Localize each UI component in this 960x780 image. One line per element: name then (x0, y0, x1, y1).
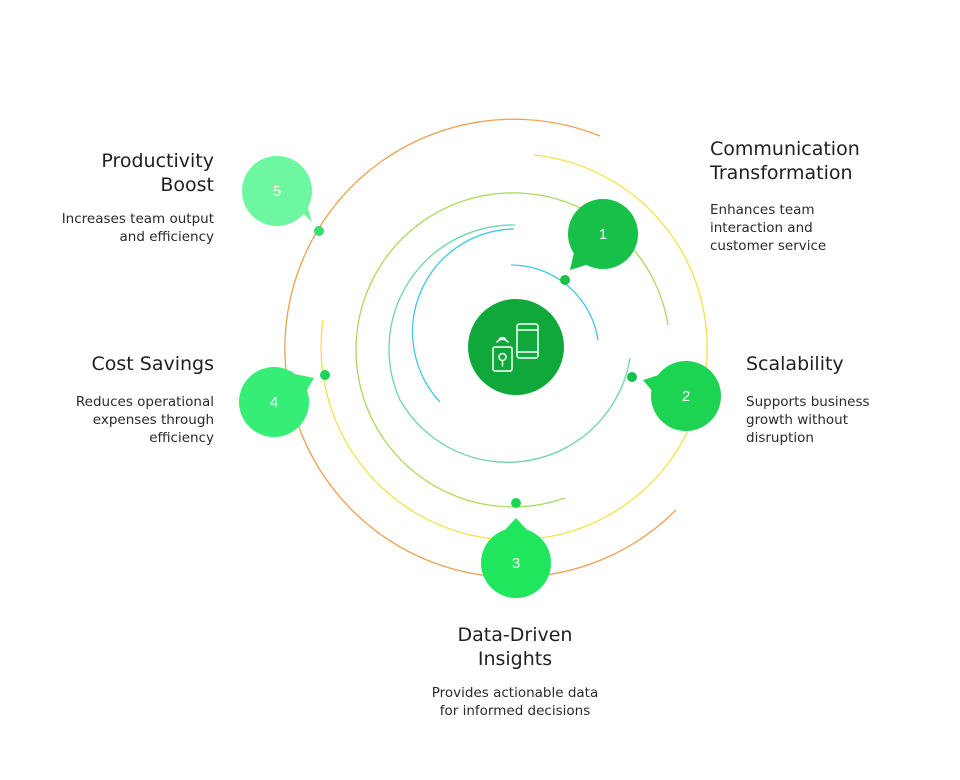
center-circle (468, 299, 564, 395)
item-4-desc-line1: Reduces operational (75, 394, 214, 410)
item-1-desc-line2: interaction and (710, 220, 813, 236)
item-4-desc-line2: expenses through (92, 412, 214, 428)
item-1-desc-line3: customer service (710, 238, 827, 254)
item-1-title-line1: Communication (710, 138, 860, 160)
connector-dot-2 (627, 372, 637, 382)
bubble-1-number: 1 (599, 226, 607, 243)
item-1-description: Enhances team interaction and customer s… (710, 201, 910, 255)
item-3-description: Provides actionable data for informed de… (400, 684, 630, 720)
item-5-title: Productivity Boost (20, 149, 214, 197)
item-5-desc-line1: Increases team output (61, 211, 214, 227)
item-3-desc-line1: Provides actionable data (431, 685, 599, 701)
item-2-title-line1: Scalability (746, 353, 844, 375)
ring-1-inner (411, 228, 515, 403)
item-3-title-line1: Data-Driven (457, 624, 573, 646)
item-2-title: Scalability (746, 352, 936, 376)
item-2-description: Supports business growth without disrupt… (746, 393, 926, 447)
bubble-4-number: 4 (270, 394, 278, 411)
item-1-title: Communication Transformation (710, 137, 930, 185)
mobile-devices-icon (492, 323, 539, 372)
bubble-5[interactable]: 5 (242, 156, 312, 226)
item-5-description: Increases team output and efficiency (20, 210, 214, 246)
item-1-title-line2: Transformation (710, 162, 853, 184)
item-4-title: Cost Savings (20, 352, 214, 376)
item-5-title-line2: Boost (160, 174, 214, 196)
item-2-desc-line3: disruption (746, 430, 814, 446)
bubble-2-number: 2 (682, 388, 690, 405)
connector-dot-1 (560, 275, 570, 285)
ring-1 (510, 264, 599, 341)
bubble-1[interactable]: 1 (568, 199, 638, 270)
connector-dot-5 (314, 226, 324, 236)
item-3-title: Data-Driven Insights (400, 623, 630, 671)
item-1-desc-line1: Enhances team (710, 202, 815, 218)
item-5-desc-line2: and efficiency (119, 229, 215, 245)
bubble-5-number: 5 (273, 183, 281, 200)
item-4-description: Reduces operational expenses through eff… (20, 393, 214, 447)
bubble-2[interactable]: 2 (643, 361, 721, 431)
connector-dot-4 (320, 370, 330, 380)
item-2-desc-line2: growth without (746, 412, 849, 428)
item-4-title-line1: Cost Savings (91, 353, 214, 375)
item-5-title-line1: Productivity (101, 150, 214, 172)
bubble-3[interactable]: 3 (481, 518, 551, 598)
item-2-desc-line1: Supports business (746, 394, 870, 410)
bubble-3-number: 3 (512, 555, 520, 572)
item-3-desc-line2: for informed decisions (439, 703, 591, 719)
ring-4 (320, 154, 708, 541)
item-4-desc-line3: efficiency (149, 430, 214, 446)
ring-2 (388, 224, 631, 463)
bubble-4[interactable]: 4 (239, 367, 314, 437)
connector-dot-3 (511, 498, 521, 508)
item-3-title-line2: Insights (477, 648, 553, 670)
